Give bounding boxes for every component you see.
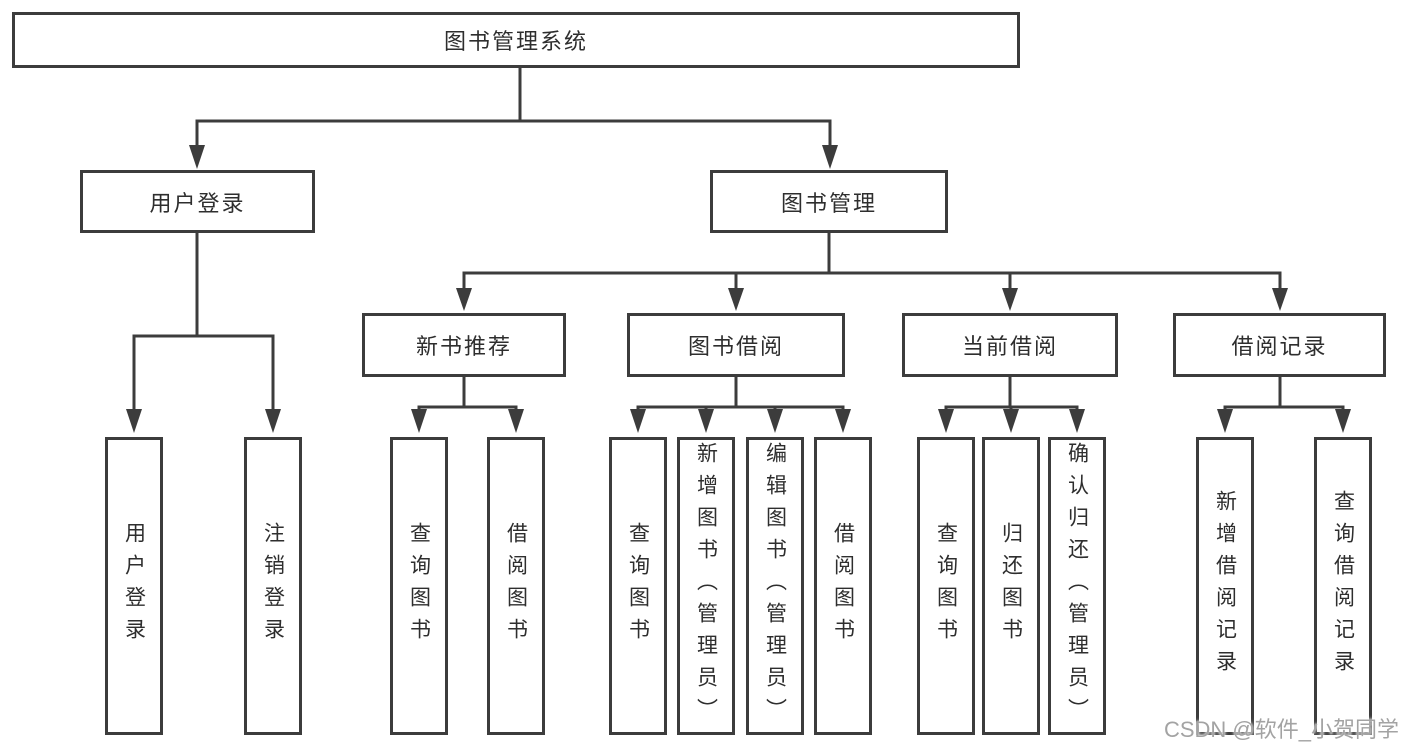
node-book-borrow-label: 图书借阅 <box>687 334 784 359</box>
leaf-current-confirm-return-admin: 确认归还（管理员） <box>1048 437 1106 735</box>
arrowhead <box>938 409 954 433</box>
node-user-login-group: 用户登录 <box>80 170 315 233</box>
arrowhead <box>698 409 714 433</box>
arrowhead <box>1003 409 1019 433</box>
node-current-borrow: 当前借阅 <box>902 313 1118 377</box>
leaf-logout-label: 注销登录 <box>261 522 285 650</box>
leaf-newbook-query-books-label: 查询图书 <box>407 522 431 650</box>
node-user-login-group-label: 用户登录 <box>149 190 246 216</box>
arrowhead <box>189 145 205 169</box>
node-current-borrow-label: 当前借阅 <box>961 334 1058 359</box>
leaf-borrow-add-books-admin: 新增图书（管理员） <box>677 437 735 735</box>
leaf-borrow-query-books-label: 查询图书 <box>626 522 650 650</box>
leaf-borrow-edit-books-admin-label: 编辑图书（管理员） <box>763 442 787 730</box>
arrowhead <box>1335 409 1351 433</box>
leaf-borrow-edit-books-admin: 编辑图书（管理员） <box>746 437 804 735</box>
leaf-records-query-record: 查询借阅记录 <box>1314 437 1372 735</box>
arrowhead <box>1272 288 1288 311</box>
connector-borrowrecords-to-leaves <box>1223 377 1345 413</box>
node-new-book-recommend: 新书推荐 <box>362 313 566 377</box>
csdn-watermark: CSDN @软件_小贺同学 <box>1163 717 1399 742</box>
arrowhead <box>1217 409 1233 433</box>
leaf-borrow-borrow-books: 借阅图书 <box>814 437 872 735</box>
leaf-newbook-borrow-books: 借阅图书 <box>487 437 545 735</box>
arrowhead <box>126 409 142 433</box>
arrowhead <box>767 409 783 433</box>
leaf-current-query-books-label: 查询图书 <box>934 522 958 650</box>
arrowhead <box>411 409 427 433</box>
arrowhead <box>1002 288 1018 311</box>
arrowhead <box>456 288 472 311</box>
leaf-current-query-books: 查询图书 <box>917 437 975 735</box>
arrowhead <box>728 288 744 311</box>
node-library-system: 图书管理系统 <box>12 12 1020 68</box>
node-borrow-records: 借阅记录 <box>1173 313 1386 377</box>
leaf-borrow-borrow-books-label: 借阅图书 <box>831 522 855 650</box>
arrowhead <box>1069 409 1085 433</box>
arrowhead <box>630 409 646 433</box>
leaf-records-add-record: 新增借阅记录 <box>1196 437 1254 735</box>
connector-bookborrow-to-leaves <box>636 377 845 413</box>
connector-userlogin-to-leaves <box>132 233 275 411</box>
node-new-book-recommend-label: 新书推荐 <box>415 334 512 359</box>
leaf-newbook-borrow-books-label: 借阅图书 <box>504 522 528 650</box>
arrowhead <box>508 409 524 433</box>
arrowhead <box>835 409 851 433</box>
leaf-borrow-query-books: 查询图书 <box>609 437 667 735</box>
node-book-borrow: 图书借阅 <box>627 313 845 377</box>
leaf-borrow-add-books-admin-label: 新增图书（管理员） <box>694 442 718 730</box>
node-borrow-records-label: 借阅记录 <box>1231 334 1328 359</box>
leaf-user-login: 用户登录 <box>105 437 163 735</box>
leaf-logout: 注销登录 <box>244 437 302 735</box>
node-book-management-group-label: 图书管理 <box>780 190 877 216</box>
node-book-management-group: 图书管理 <box>710 170 948 233</box>
leaf-current-return-books: 归还图书 <box>982 437 1040 735</box>
connector-root-to-level2 <box>195 68 832 148</box>
arrowhead <box>265 409 281 433</box>
node-library-system-label: 图书管理系统 <box>443 29 588 54</box>
connector-newbookrec-to-leaves <box>417 377 518 413</box>
leaf-newbook-query-books: 查询图书 <box>390 437 448 735</box>
connector-currentborrow-to-leaves <box>944 377 1079 413</box>
leaf-current-confirm-return-admin-label: 确认归还（管理员） <box>1065 442 1089 730</box>
leaf-records-query-record-label: 查询借阅记录 <box>1331 490 1355 682</box>
connector-bookmgmt-to-level3 <box>462 233 1282 290</box>
arrowhead <box>822 145 838 169</box>
leaf-user-login-label: 用户登录 <box>122 522 146 650</box>
leaf-records-add-record-label: 新增借阅记录 <box>1213 490 1237 682</box>
leaf-current-return-books-label: 归还图书 <box>999 522 1023 650</box>
